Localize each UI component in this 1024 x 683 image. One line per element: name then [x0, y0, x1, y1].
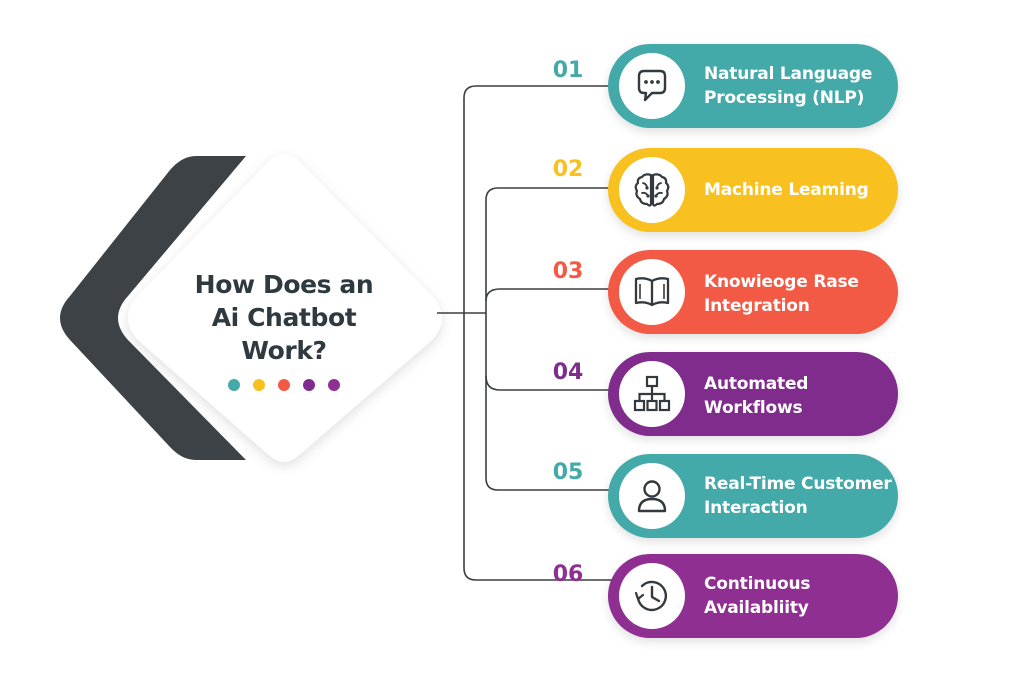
dot-yellow [253, 379, 265, 391]
icon-circle [619, 361, 685, 427]
dot-magenta [328, 379, 340, 391]
title-line-1: How Does an [194, 270, 374, 299]
color-dots [228, 379, 340, 393]
step-label-line-2: Processing (NLP) [704, 88, 865, 108]
open-book-icon [634, 277, 670, 307]
step-card-continuous-availability[interactable]: Continuous Availabliity [608, 554, 898, 638]
icon-circle [619, 157, 685, 223]
step-card-automated-workflows[interactable]: Automated Workflows [608, 352, 898, 436]
icon-circle [619, 563, 685, 629]
workflow-icon [633, 375, 671, 412]
connector-02 [485, 187, 612, 491]
step-card-machine-learning[interactable]: Machine Leaming [608, 148, 898, 232]
step-label-line-2: Availabliity [704, 598, 809, 618]
step-number-01: 01 [552, 58, 584, 83]
step-number-05: 05 [552, 460, 584, 485]
step-label-line-2: Interaction [704, 498, 808, 518]
brain-icon [634, 173, 670, 207]
step-label: Natural Language Processing (NLP) [704, 62, 894, 110]
dot-purple [303, 379, 315, 391]
step-number-04: 04 [552, 360, 584, 385]
clock-icon [634, 580, 668, 612]
step-label: Continuous Availabliity [704, 572, 894, 620]
title-line-2: Ai Chatbot [211, 303, 357, 332]
dot-teal [228, 379, 240, 391]
step-number-03: 03 [552, 259, 584, 284]
step-label-line-1: Machine Leaming [704, 180, 869, 200]
step-card-real-time-interaction[interactable]: Real-Time Customer Interaction [608, 454, 898, 538]
step-label-line-1: Knowieoge Rase [704, 272, 859, 292]
step-card-nlp[interactable]: Natural Language Processing (NLP) [608, 44, 898, 128]
title-line-3: Work? [241, 336, 327, 365]
step-card-knowledge-base[interactable]: Knowieoge Rase Integration [608, 250, 898, 334]
icon-circle [619, 259, 685, 325]
step-label: Machine Leaming [704, 178, 894, 202]
page-title: How Does an Ai Chatbot Work? [176, 268, 392, 367]
icon-circle [619, 463, 685, 529]
step-label-line-1: Automated [704, 374, 809, 394]
step-label: Real-Time Customer Interaction [704, 472, 894, 520]
icon-circle [619, 53, 685, 119]
step-label-line-1: Continuous [704, 574, 811, 594]
step-label: Automated Workflows [704, 372, 894, 420]
person-icon [637, 480, 667, 513]
chat-bubble-icon [637, 69, 667, 102]
step-label: Knowieoge Rase Integration [704, 270, 894, 318]
dot-red [278, 379, 290, 391]
step-number-06: 06 [552, 562, 584, 587]
step-number-02: 02 [552, 157, 584, 182]
step-label-line-1: Natural Language [704, 64, 873, 84]
step-label-line-2: Workflows [704, 398, 803, 418]
step-label-line-1: Real-Time Customer [704, 474, 892, 494]
connector-03 [485, 288, 612, 302]
step-label-line-2: Integration [704, 296, 810, 316]
